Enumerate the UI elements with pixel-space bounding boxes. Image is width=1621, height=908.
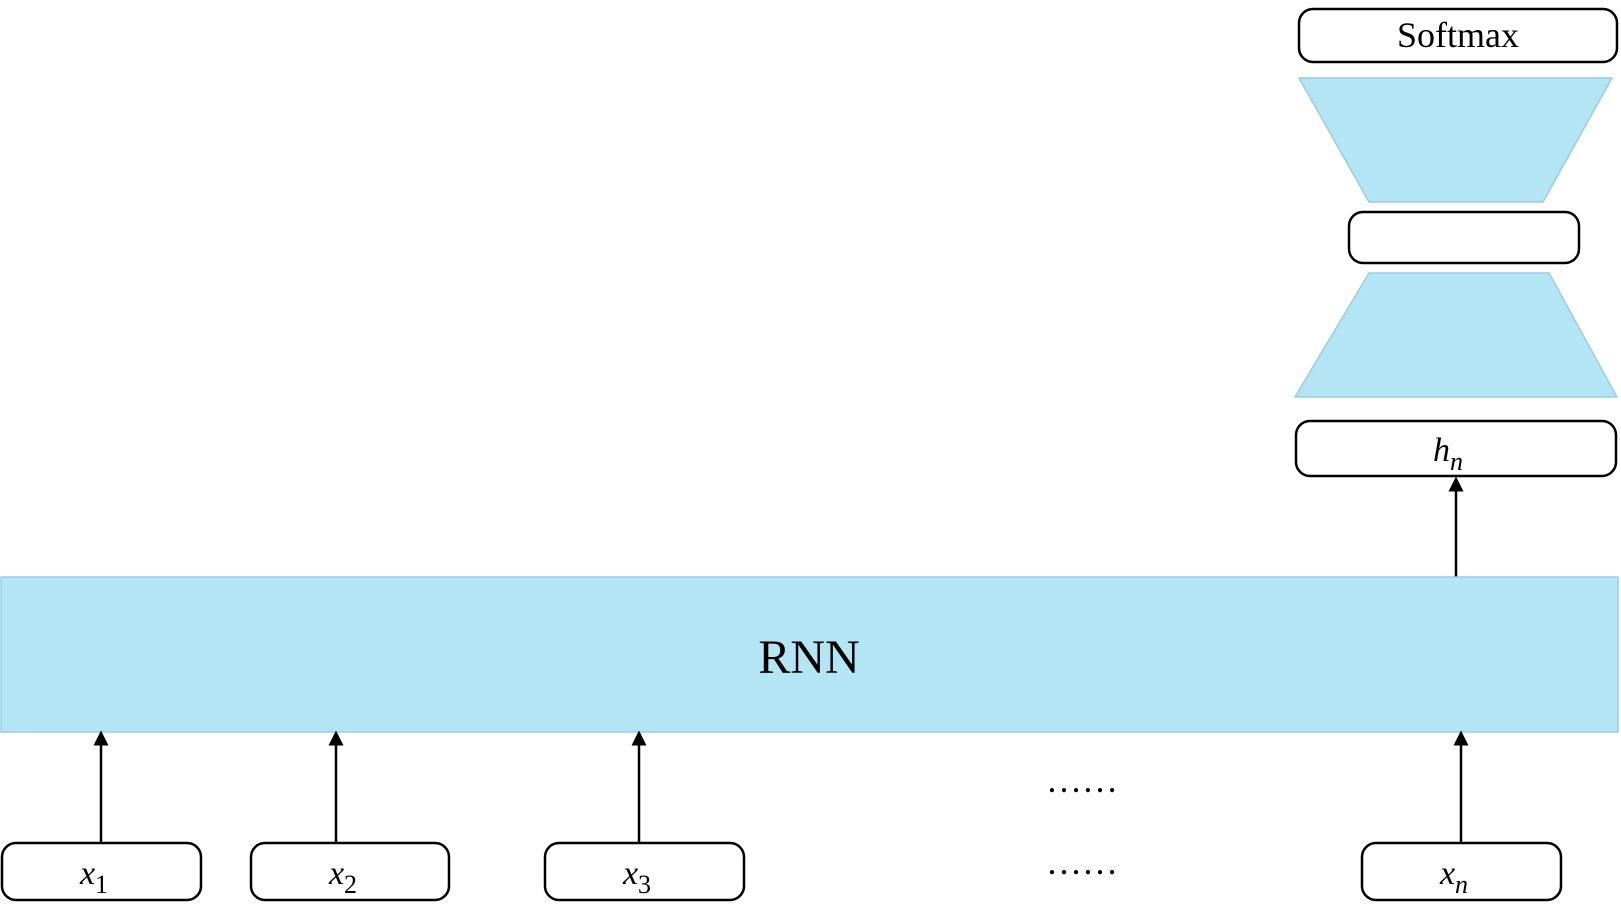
input-label-x1: x1 [79, 855, 108, 899]
input-node-x2: x2 [249, 841, 451, 902]
input-label-x3: x3 [622, 855, 651, 899]
softmax-node: Softmax [1297, 7, 1619, 64]
ellipsis-upper: …… [1046, 760, 1118, 800]
ellipsis-lower: …… [1046, 842, 1118, 882]
softmax-label: Softmax [1397, 15, 1519, 55]
hidden-state-label: hn [1433, 432, 1463, 476]
upper-trapezoid [1297, 77, 1614, 203]
input-node-x1: x1 [0, 841, 203, 902]
bottleneck-node [1347, 210, 1581, 265]
rnn-block: RNN [0, 576, 1619, 733]
hidden-state-node: hn [1294, 419, 1618, 478]
input-label-xn: xn [1439, 855, 1468, 899]
rnn-label: RNN [758, 631, 859, 684]
input-label-x2: x2 [328, 855, 357, 899]
lower-trapezoid [1293, 272, 1619, 398]
input-node-x3: x3 [543, 841, 746, 902]
input-node-xn: xn [1360, 841, 1563, 902]
